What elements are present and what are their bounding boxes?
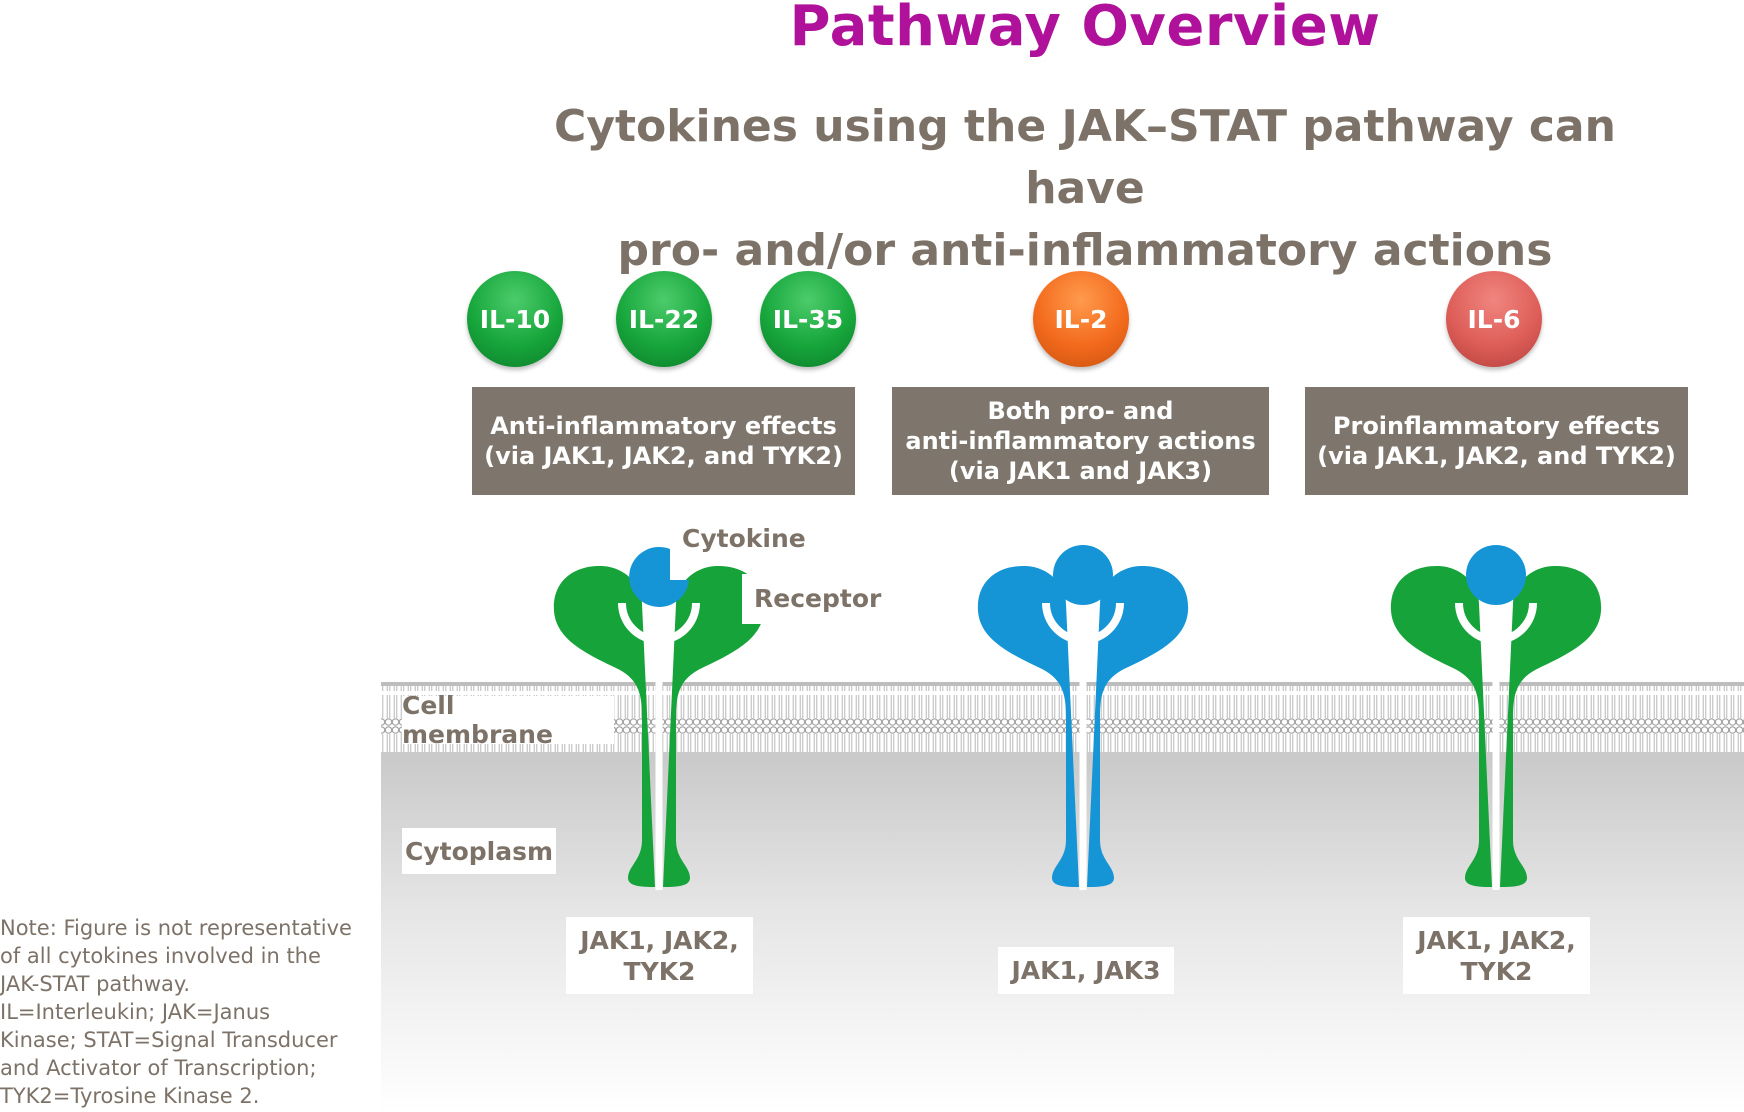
jak-box-2: JAK1, JAK3 bbox=[998, 947, 1174, 994]
cytokine-il-2: IL-2 bbox=[1033, 271, 1129, 367]
jak-line: JAK1, JAK2, bbox=[1417, 925, 1576, 955]
effect-box-anti-inflammatory: Anti-inflammatory effects (via JAK1, JAK… bbox=[472, 387, 855, 495]
page-title: Pathway Overview bbox=[789, 0, 1381, 59]
receptor-label: Receptor bbox=[754, 584, 882, 613]
cytokine-circle-icon bbox=[1053, 545, 1113, 605]
cytokine-il-6: IL-6 bbox=[1446, 271, 1542, 367]
jak-line: TYK2 bbox=[1460, 956, 1533, 986]
subtitle-line-1: Cytokines using the JAK–STAT pathway can… bbox=[554, 101, 1616, 214]
receptor-green-2 bbox=[1390, 545, 1602, 890]
footnote-line: JAK-STAT pathway. bbox=[0, 972, 190, 996]
cytoplasm-label: Cytoplasm bbox=[402, 828, 556, 874]
footnote-line: Note: Figure is not representative bbox=[0, 916, 352, 940]
footnote-line: Kinase; STAT=Signal Transducer bbox=[0, 1028, 338, 1052]
receptor-green-1 bbox=[553, 546, 765, 890]
subtitle-line-2: pro- and/or anti-inflammatory actions bbox=[617, 225, 1553, 276]
cytokine-bound-icon bbox=[629, 546, 689, 607]
cytokine-il-35: IL-35 bbox=[760, 271, 856, 367]
footnote: Note: Figure is not representative of al… bbox=[0, 914, 370, 1110]
effect-line: Proinflammatory effects bbox=[1332, 412, 1661, 440]
jak-box-1: JAK1, JAK2, TYK2 bbox=[566, 917, 753, 994]
effect-line: anti-inflammatory actions bbox=[905, 427, 1256, 455]
footnote-line: IL=Interleukin; JAK=Janus bbox=[0, 1000, 271, 1024]
footnote-line: and Activator of Transcription; bbox=[0, 1056, 317, 1080]
footnote-line: TYK2=Tyrosine Kinase 2. bbox=[0, 1084, 260, 1108]
jak-line: JAK1, JAK2, bbox=[580, 925, 739, 955]
effect-line: (via JAK1, JAK2, and TYK2) bbox=[1317, 442, 1676, 470]
cytokine-il-22: IL-22 bbox=[616, 271, 712, 367]
effect-line: (via JAK1, JAK2, and TYK2) bbox=[484, 442, 843, 470]
cytokine-label: Cytokine bbox=[682, 524, 806, 553]
page-subtitle: Cytokines using the JAK–STAT pathway can… bbox=[520, 96, 1650, 282]
jak-line: TYK2 bbox=[623, 956, 696, 986]
effect-line: Both pro- and bbox=[987, 397, 1174, 425]
jak-line: JAK1, JAK3 bbox=[1011, 956, 1161, 985]
effect-box-both: Both pro- and anti-inflammatory actions … bbox=[892, 387, 1269, 495]
cell-membrane-label: Cell membrane bbox=[402, 691, 614, 749]
effect-line: Anti-inflammatory effects bbox=[490, 412, 837, 440]
cytokine-circle-icon bbox=[1466, 545, 1526, 605]
effect-box-proinflammatory: Proinflammatory effects (via JAK1, JAK2,… bbox=[1305, 387, 1688, 495]
receptor-blue bbox=[977, 545, 1189, 890]
cytokine-il-10: IL-10 bbox=[467, 271, 563, 367]
jak-box-3: JAK1, JAK2, TYK2 bbox=[1403, 917, 1590, 994]
footnote-line: of all cytokines involved in the bbox=[0, 944, 321, 968]
effect-line: (via JAK1 and JAK3) bbox=[948, 457, 1213, 485]
